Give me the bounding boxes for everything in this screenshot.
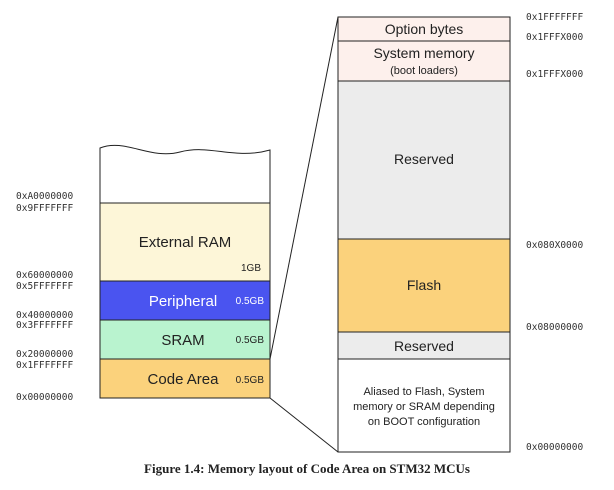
reserved-bottom-block <box>337 331 511 360</box>
address-label: 0x1FFFX000 <box>526 69 583 80</box>
aliased-note-line: Aliased to Flash, System <box>363 386 484 398</box>
system-memory-label: System memory <box>373 45 474 61</box>
reserved-top-label: Reserved <box>394 151 454 167</box>
figure-caption: Figure 1.4: Memory layout of Code Area o… <box>144 461 470 476</box>
code-area-size: 0.5GB <box>236 375 265 386</box>
peripheral-label: Peripheral <box>149 293 217 310</box>
external-ram-size: 1GB <box>241 263 261 274</box>
left-memory-map: External RAM 1GB Peripheral 0.5GB SRAM 0… <box>16 144 271 403</box>
address-label: 0x00000000 <box>16 392 73 403</box>
aliased-note-line: memory or SRAM depending <box>353 401 495 413</box>
address-label: 0x1FFFFFFF <box>526 12 583 23</box>
address-label: 0x1FFFFFFF <box>16 360 73 371</box>
external-ram-label: External RAM <box>139 234 232 251</box>
peripheral-block <box>99 280 271 321</box>
sram-label: SRAM <box>161 332 204 349</box>
reserved-bottom-label: Reserved <box>394 338 454 354</box>
right-memory-map: Option bytes System memory (boot loaders… <box>337 12 583 453</box>
option-bytes-label: Option bytes <box>385 21 464 37</box>
address-label: 0x9FFFFFFF <box>16 203 73 214</box>
address-label: 0x08000000 <box>526 322 583 333</box>
zoom-line-bottom <box>269 397 339 453</box>
address-label: 0x60000000 <box>16 270 73 281</box>
address-label: 0x5FFFFFFF <box>16 281 73 292</box>
aliased-block <box>337 358 511 453</box>
address-label: 0xA0000000 <box>16 191 73 202</box>
system-memory-sublabel: (boot loaders) <box>390 65 458 77</box>
address-label: 0x3FFFFFFF <box>16 320 73 331</box>
open-top-region <box>99 144 271 204</box>
sram-size: 0.5GB <box>236 335 265 346</box>
address-label: 0x080X0000 <box>526 240 583 251</box>
external-ram-block <box>99 202 271 282</box>
address-label: 0x20000000 <box>16 349 73 360</box>
address-label: 0x00000000 <box>526 442 583 453</box>
peripheral-size: 0.5GB <box>236 296 265 307</box>
zoom-line-top <box>269 16 339 360</box>
code-area-label: Code Area <box>148 371 220 388</box>
aliased-note-line: on BOOT configuration <box>368 416 480 428</box>
address-label: 0x1FFFX000 <box>526 32 583 43</box>
address-label: 0x40000000 <box>16 310 73 321</box>
flash-label: Flash <box>407 277 441 293</box>
flash-block <box>337 238 511 333</box>
code-area-block <box>99 358 271 399</box>
sram-block <box>99 319 271 360</box>
